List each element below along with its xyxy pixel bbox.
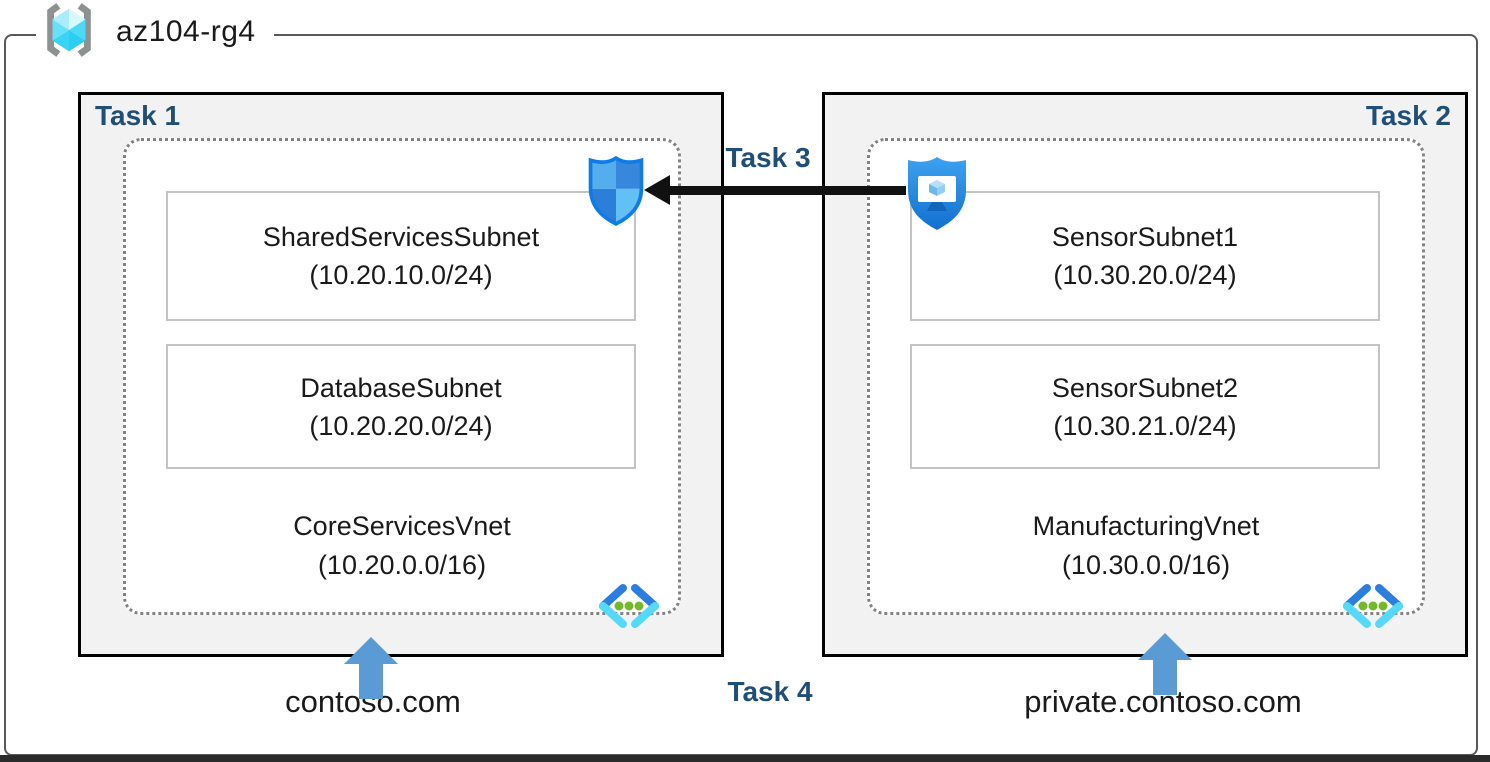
vnet-caption-coreservices: CoreServicesVnet (10.20.0.0/16)	[126, 507, 678, 585]
subnet-box-sensor1: SensorSubnet1 (10.30.20.0/24)	[910, 191, 1380, 321]
virtual-network-icon	[593, 583, 665, 634]
subnet-box-sharedservices: SharedServicesSubnet (10.20.10.0/24)	[166, 191, 636, 321]
virtual-network-icon	[1337, 583, 1409, 634]
resource-group-header: az104-rg4	[36, 0, 274, 64]
task3-label: Task 3	[725, 142, 811, 173]
subnet-address: (10.20.20.0/24)	[309, 410, 493, 441]
diagram-bottom-edge	[0, 755, 1490, 762]
up-arrow-icon	[344, 637, 398, 704]
subnet-name: DatabaseSubnet	[300, 372, 502, 403]
subnet-address: (10.30.20.0/24)	[1053, 260, 1237, 290]
resource-group-name: az104-rg4	[116, 15, 256, 48]
subnet-address: (10.30.21.0/24)	[1053, 410, 1237, 441]
vnet-caption-manufacturing: ManufacturingVnet (10.30.0.0/16)	[870, 507, 1422, 585]
task1-label: Task 1	[95, 100, 181, 131]
task2-label: Task 2	[1365, 100, 1451, 131]
subnet-box-database: DatabaseSubnet (10.20.20.0/24)	[166, 344, 636, 469]
bastion-host-icon	[902, 154, 972, 239]
vnet-address: (10.20.0.0/16)	[317, 550, 487, 580]
subnet-name: SharedServicesSubnet	[262, 222, 540, 252]
vnet-name: ManufacturingVnet	[1032, 511, 1260, 541]
task4-label: Task 4	[727, 676, 813, 707]
coreservices-vnet-boundary: SharedServicesSubnet (10.20.10.0/24) Dat…	[123, 138, 681, 628]
network-security-shield-icon	[586, 155, 646, 231]
up-arrow-icon	[1138, 633, 1192, 700]
left-arrow-icon	[644, 175, 670, 205]
subnet-box-sensor2: SensorSubnet2 (10.30.21.0/24)	[910, 344, 1380, 469]
peering-arrow-shaft	[666, 186, 906, 195]
vnet-address: (10.30.0.0/16)	[1061, 550, 1231, 580]
subnet-address: (10.20.10.0/24)	[309, 260, 493, 290]
vnet-name: CoreServicesVnet	[293, 511, 511, 541]
subnet-name: SensorSubnet1	[1051, 222, 1239, 252]
resource-group-icon	[38, 1, 100, 64]
manufacturing-vnet-boundary: SensorSubnet1 (10.30.20.0/24) SensorSubn…	[867, 138, 1425, 628]
subnet-name: SensorSubnet2	[1051, 372, 1239, 403]
